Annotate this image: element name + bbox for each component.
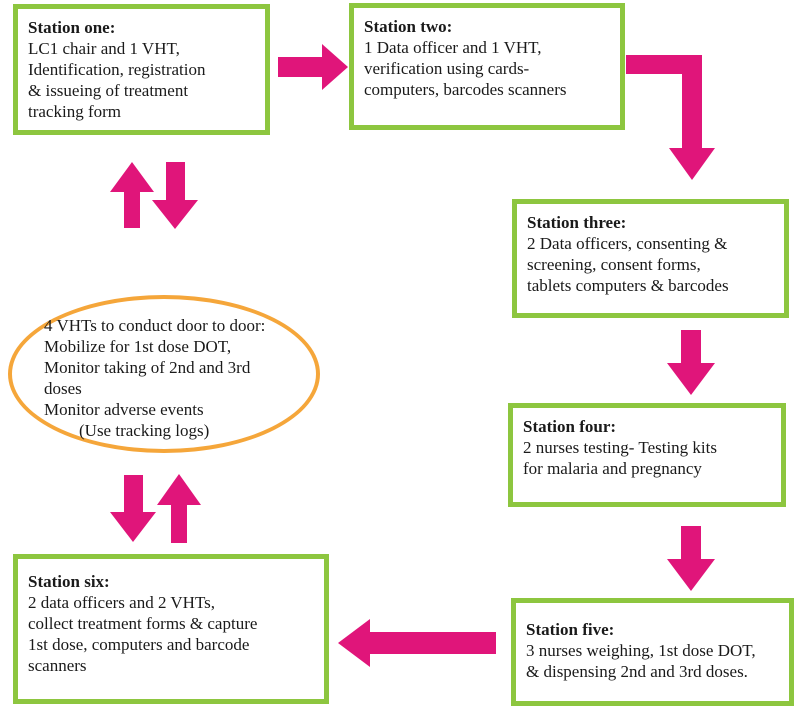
station-two-line: 1 Data officer and 1 VHT, xyxy=(364,38,542,57)
station-six-line: 2 data officers and 2 VHTs, xyxy=(28,593,216,612)
station-four-line: 2 nurses testing- Testing kits xyxy=(523,438,717,457)
station-two-title: Station two: xyxy=(364,17,453,36)
arrow-vhts-to-six xyxy=(110,475,156,542)
vhts-line: Monitor adverse events xyxy=(44,400,204,419)
station-one-line: & issueing of treatment xyxy=(28,81,189,100)
station-five-box: Station five: 3 nurses weighing, 1st dos… xyxy=(511,598,794,706)
station-one-line: Identification, registration xyxy=(28,60,206,79)
vhts-line: Monitor taking of 2nd and 3rd xyxy=(44,358,251,377)
arrow-five-to-six xyxy=(338,619,496,667)
station-one-line: LC1 chair and 1 VHT, xyxy=(28,39,180,58)
station-four-box: Station four: 2 nurses testing- Testing … xyxy=(508,403,786,507)
station-six-box: Station six: 2 data officers and 2 VHTs,… xyxy=(13,554,329,704)
station-five-line: 3 nurses weighing, 1st dose DOT, xyxy=(526,641,756,660)
station-five-line: & dispensing 2nd and 3rd doses. xyxy=(526,662,748,681)
vhts-line: 4 VHTs to conduct door to door: xyxy=(44,316,266,335)
arrow-one-to-two xyxy=(278,44,348,90)
station-six-line: scanners xyxy=(28,656,87,675)
station-six-line: 1st dose, computers and barcode xyxy=(28,635,250,654)
arrow-three-to-four xyxy=(667,330,715,395)
station-four-title: Station four: xyxy=(523,417,617,436)
vhts-line: doses xyxy=(44,379,82,398)
station-three-line: tablets computers & barcodes xyxy=(527,276,729,295)
vhts-line: (Use tracking logs) xyxy=(79,421,210,440)
station-three-line: screening, consent forms, xyxy=(527,255,701,274)
vhts-ellipse xyxy=(8,295,320,453)
arrow-one-to-vhts xyxy=(152,162,198,229)
station-three-line: 2 Data officers, consenting & xyxy=(527,234,728,253)
station-six-line: collect treatment forms & capture xyxy=(28,614,258,633)
arrow-six-to-vhts xyxy=(157,474,201,543)
arrow-four-to-five xyxy=(667,526,715,591)
station-two-line: computers, barcodes scanners xyxy=(364,80,567,99)
station-one-title: Station one: xyxy=(28,18,116,37)
station-three-title: Station three: xyxy=(527,213,627,232)
station-four-line: for malaria and pregnancy xyxy=(523,459,702,478)
station-three-box: Station three: 2 Data officers, consenti… xyxy=(512,199,789,318)
station-one-line: tracking form xyxy=(28,102,121,121)
vhts-line: Mobilize for 1st dose DOT, xyxy=(44,337,232,356)
station-two-line: verification using cards- xyxy=(364,59,530,78)
station-two-box: Station two: 1 Data officer and 1 VHT, v… xyxy=(349,3,625,130)
arrow-two-to-three xyxy=(626,55,715,180)
station-five-title: Station five: xyxy=(526,620,615,639)
station-six-title: Station six: xyxy=(28,572,110,591)
vhts-text: 4 VHTs to conduct door to door: Mobilize… xyxy=(44,315,265,441)
station-one-box: Station one: LC1 chair and 1 VHT, Identi… xyxy=(13,4,270,135)
arrow-vhts-to-one xyxy=(110,162,154,228)
